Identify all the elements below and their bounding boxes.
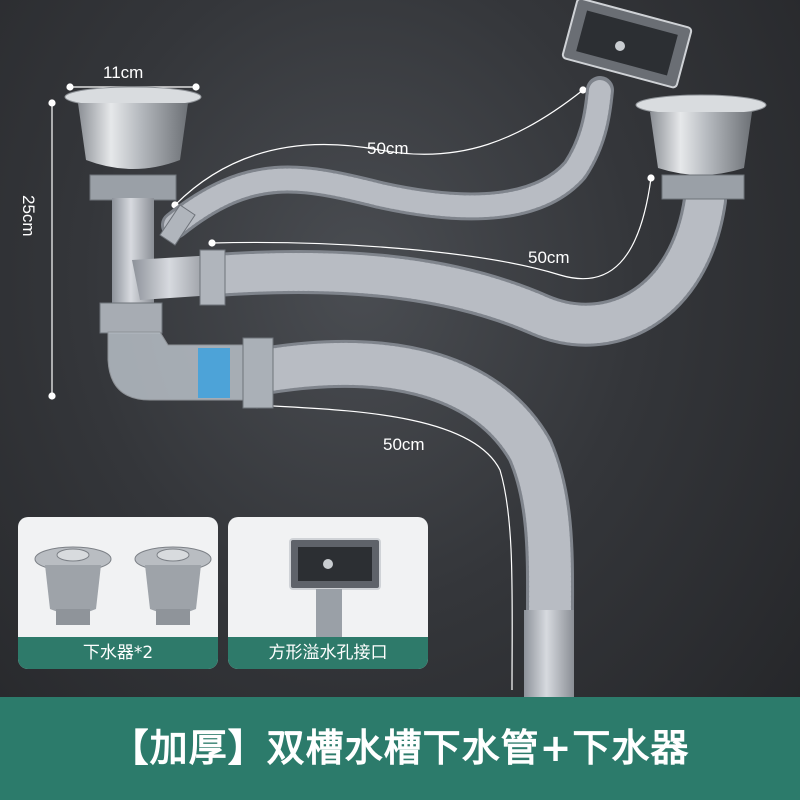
hoses [161,76,727,636]
strainer-pair-image [34,546,212,625]
right-sink-strainer [635,94,767,200]
left-sink-strainer [64,86,274,409]
accessory-card-strainers: 下水器*2 [18,517,218,669]
accessory-card-overflow: 方形溢水孔接口 [228,517,428,669]
dimension-height: 25cm [19,195,38,237]
overflow-fitting-image [289,538,381,637]
accessory-label-strainers: 下水器*2 [18,637,218,669]
product-title-banner: 【加厚】双槽水槽下水管+下水器 [0,697,800,800]
outlet-tail [524,610,574,700]
dimension-hose-overflow: 50cm [367,139,409,158]
dimension-lines [48,83,655,691]
dimension-hose-second-sink: 50cm [528,248,570,267]
accessory-label-overflow: 方形溢水孔接口 [228,637,428,669]
dimension-hose-outlet: 50cm [383,435,425,454]
overflow-fitting [561,0,693,89]
drain-assembly-illustration [48,0,767,700]
dimension-top-width: 11cm [103,63,144,82]
